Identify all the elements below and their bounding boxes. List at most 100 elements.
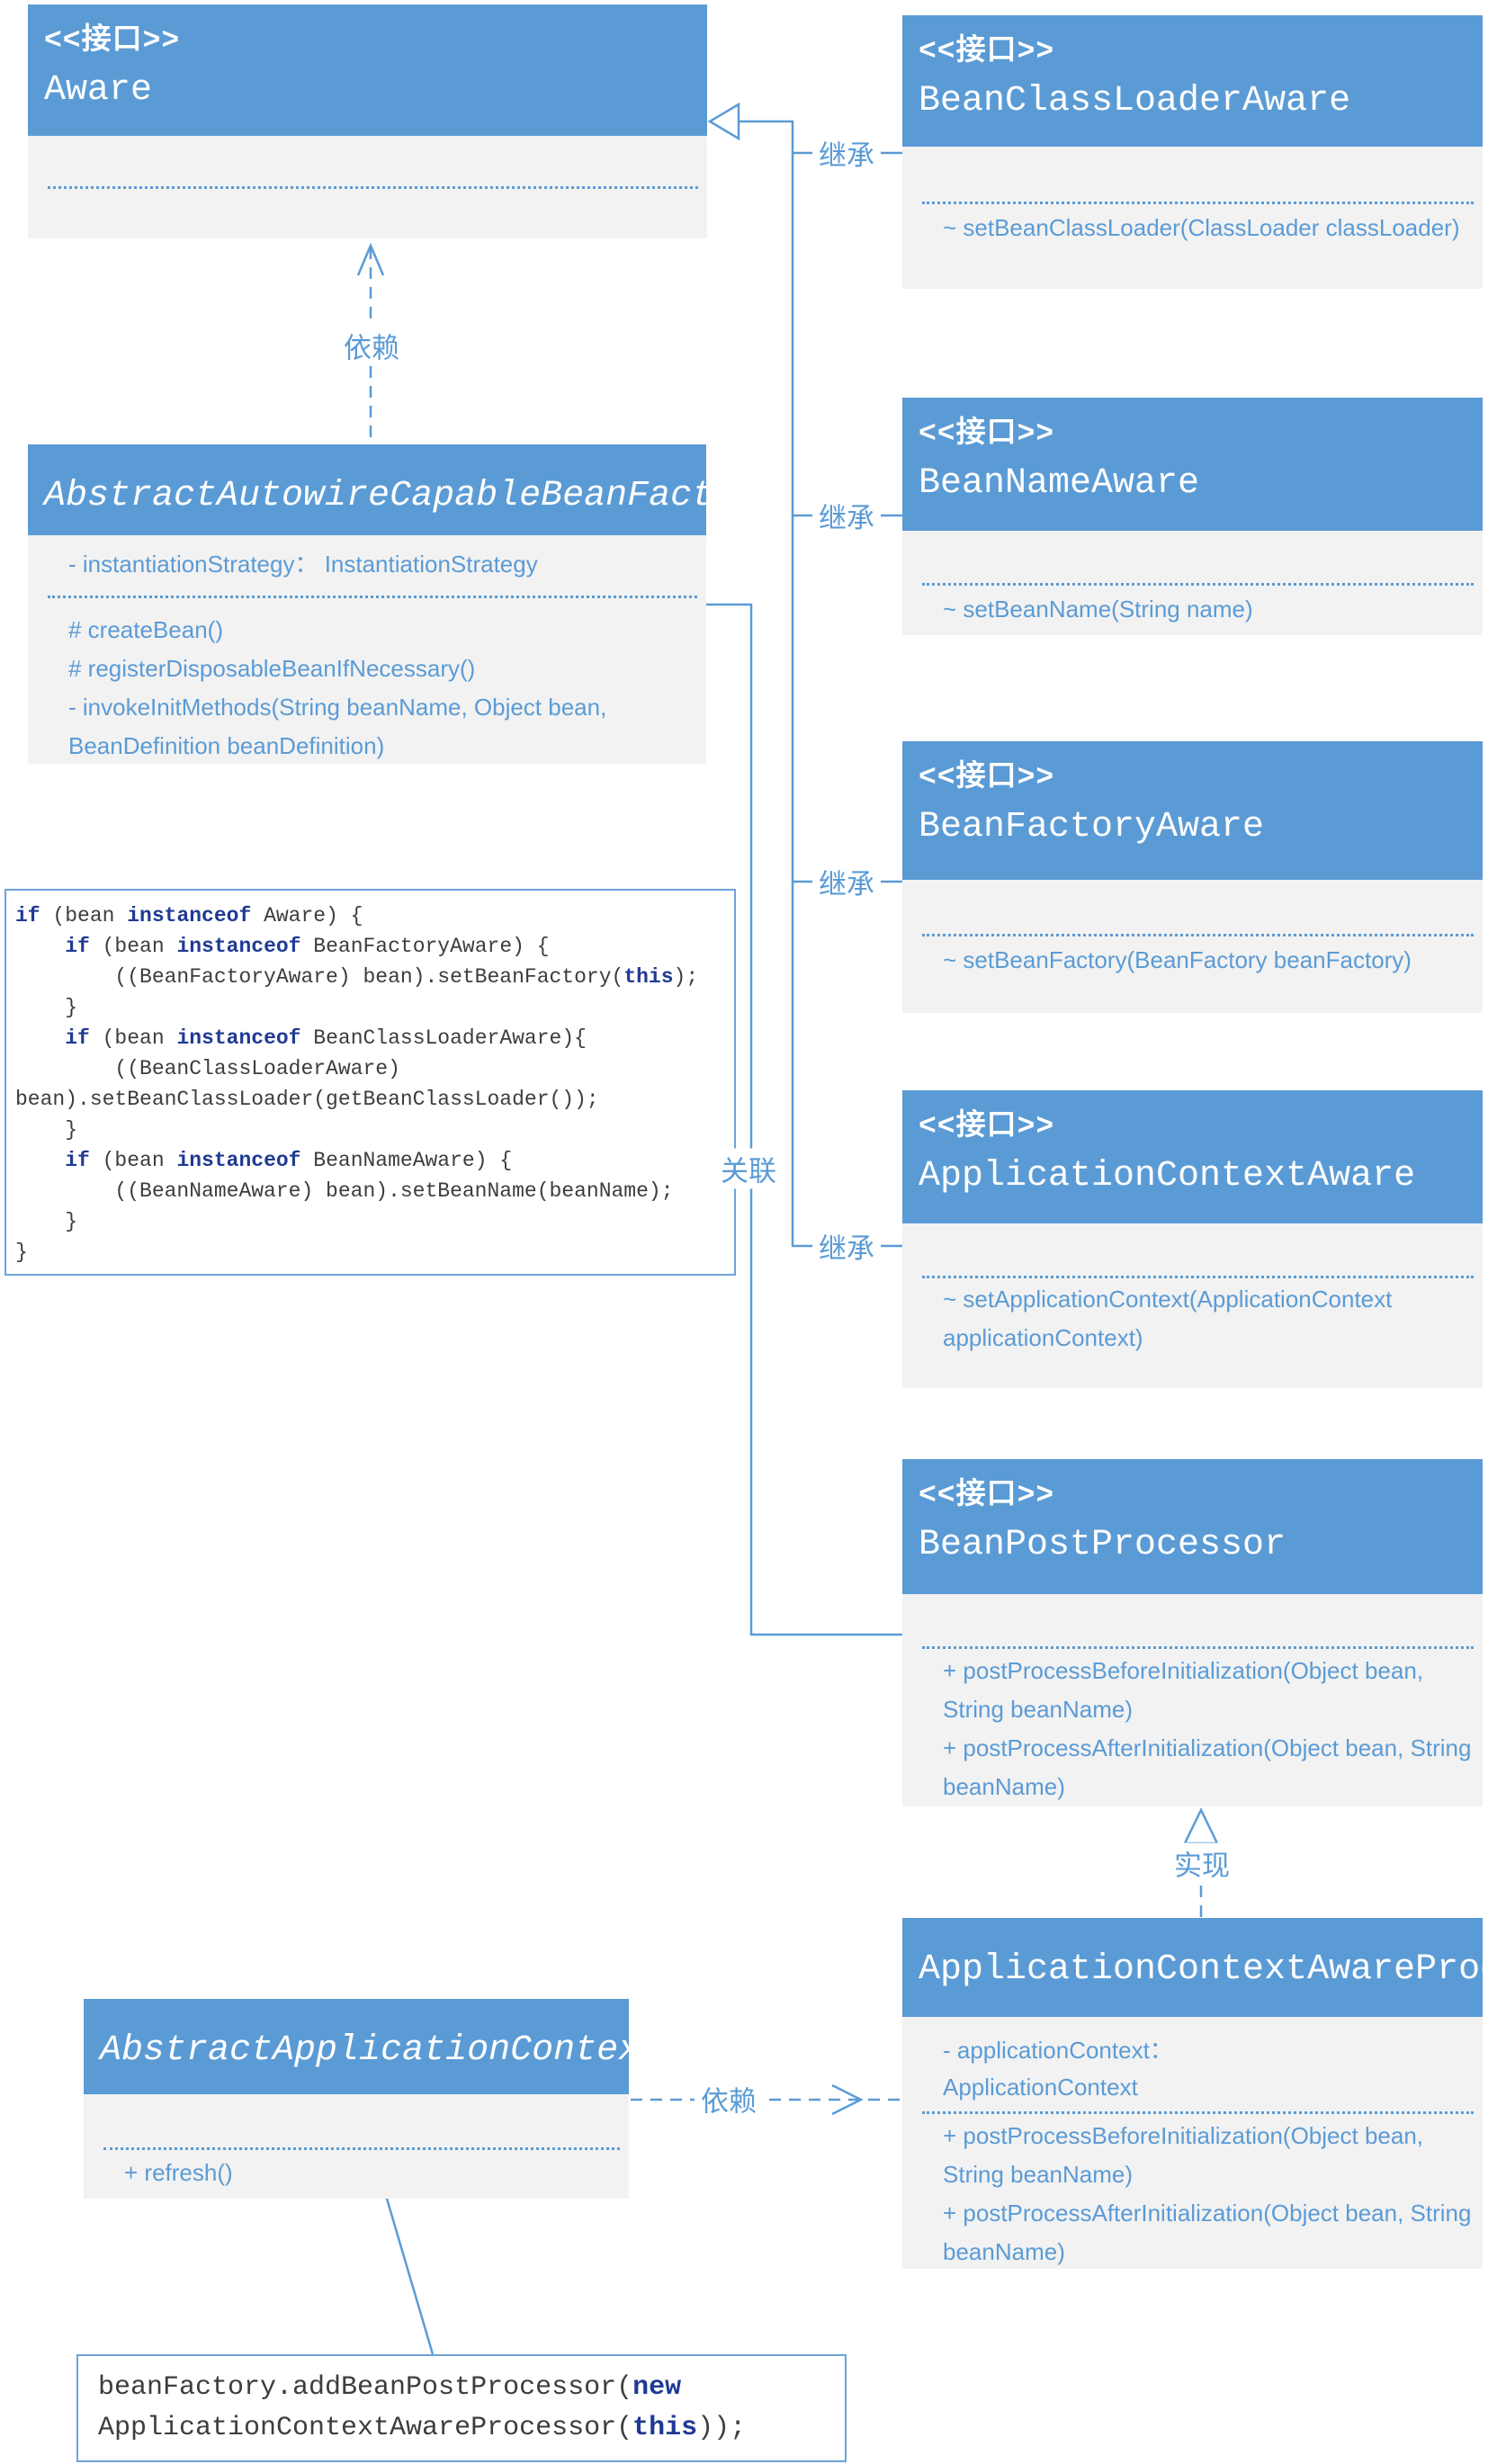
code-text: beanFactory.addBeanPostProcessor( xyxy=(98,2372,633,2403)
dependency-arrowhead xyxy=(356,242,385,276)
code-snippet-aware-instanceof: if (bean instanceof Aware) { if (bean in… xyxy=(4,889,736,1276)
code-text: } xyxy=(15,1241,28,1264)
method-list: ~ setBeanFactory(BeanFactory beanFactory… xyxy=(943,941,1474,980)
class-header: <<接口>> BeanClassLoaderAware xyxy=(902,15,1483,147)
class-header: ApplicationContextAwareProcessor xyxy=(902,1918,1483,2017)
class-name: BeanPostProcessor xyxy=(919,1525,1286,1565)
section-divider xyxy=(103,2147,620,2150)
method-list: + postProcessBeforeInitialization(Object… xyxy=(943,2117,1474,2271)
code-text: ((BeanNameAware) bean).setBeanName(beanN… xyxy=(15,1179,674,1203)
interface-box-bean-post-processor: <<接口>> BeanPostProcessor + postProcessBe… xyxy=(902,1459,1483,1806)
code-text: Aware) { xyxy=(251,904,363,927)
edge-label-depend-2: 依赖 xyxy=(695,2078,763,2119)
code-keyword: if xyxy=(15,904,40,927)
code-text: (bean xyxy=(89,1149,177,1172)
code-line: ApplicationContextAwareProcessor(this)); xyxy=(98,2408,825,2449)
code-text: ); xyxy=(673,965,699,989)
method-list: ~ setBeanClassLoader(ClassLoader classLo… xyxy=(943,209,1474,247)
member-line: + postProcessBeforeInitialization(Object… xyxy=(943,2122,1424,2188)
stereotype-label: <<接口>> xyxy=(919,1479,1055,1512)
code-text: } xyxy=(15,1118,78,1142)
code-line: ((BeanFactoryAware) bean).setBeanFactory… xyxy=(15,962,725,992)
member-line: ApplicationContext xyxy=(943,2074,1138,2101)
code-keyword: if xyxy=(65,1026,90,1050)
code-line: beanFactory.addBeanPostProcessor(new xyxy=(98,2368,825,2408)
class-body xyxy=(902,1223,1483,1388)
class-box-abstract-autowire-capable-bean-factory: AbstractAutowireCapableBeanFactory - ins… xyxy=(28,444,706,764)
code-line: ((BeanClassLoaderAware) xyxy=(15,1053,725,1084)
code-text: BeanNameAware) { xyxy=(300,1149,513,1172)
code-line: if (bean instanceof BeanClassLoaderAware… xyxy=(15,1023,725,1053)
code-text: ((BeanFactoryAware) bean).setBeanFactory… xyxy=(15,965,624,989)
class-box-abstract-application-context: AbstractApplicationContext + refresh() xyxy=(84,1999,629,2199)
method-list: # createBean() # registerDisposableBeanIf… xyxy=(68,611,697,766)
edge-label-realize: 实现 xyxy=(1168,1842,1236,1884)
class-box-aware: <<接口>> Aware xyxy=(28,4,707,238)
edge-label-depend: 依赖 xyxy=(337,325,406,366)
realize-arrowhead-triangle xyxy=(1183,1807,1219,1845)
code-text: } xyxy=(15,1210,78,1233)
code-callout-line xyxy=(385,2198,435,2355)
code-line: } xyxy=(15,992,725,1023)
section-divider xyxy=(922,1646,1474,1649)
class-name: BeanFactoryAware xyxy=(919,807,1265,847)
member-line: + postProcessAfterInitialization(Object … xyxy=(943,1734,1472,1800)
class-header: <<接口>> BeanNameAware xyxy=(902,398,1483,531)
member-line: + refresh() xyxy=(124,2159,233,2186)
interface-box-bean-factory-aware: <<接口>> BeanFactoryAware ~ setBeanFactory… xyxy=(902,741,1483,1013)
class-header: <<接口>> ApplicationContextAware xyxy=(902,1090,1483,1223)
edge-label-associate: 关联 xyxy=(714,1148,783,1189)
inherit-trunk-line xyxy=(739,120,902,1248)
member-line: # createBean() xyxy=(68,616,223,643)
code-text: } xyxy=(15,996,78,1019)
code-keyword: this xyxy=(623,965,674,989)
section-divider xyxy=(48,186,698,189)
edge-label-inherit-2: 继承 xyxy=(812,495,881,536)
code-line: } xyxy=(15,1237,725,1268)
section-divider xyxy=(922,2111,1474,2114)
class-header: AbstractApplicationContext xyxy=(84,1999,629,2094)
code-text: ApplicationContextAwareProcessor( xyxy=(98,2413,633,2443)
attribute-list: - applicationContext： ApplicationContext xyxy=(943,2032,1474,2106)
class-name: AbstractApplicationContext xyxy=(100,2030,629,2071)
method-list: ~ setApplicationContext(ApplicationConte… xyxy=(943,1280,1474,1357)
member-line: - invokeInitMethods(String beanName, Obj… xyxy=(68,694,607,759)
code-line: if (bean instanceof BeanFactoryAware) { xyxy=(15,931,725,962)
member-line: # registerDisposableBeanIfNecessary() xyxy=(68,655,476,682)
member-line: + postProcessBeforeInitialization(Object… xyxy=(943,1657,1424,1723)
edge-label-inherit-4: 继承 xyxy=(812,1225,881,1267)
method-list: + refresh() xyxy=(124,2154,620,2192)
interface-box-bean-name-aware: <<接口>> BeanNameAware ~ setBeanName(Strin… xyxy=(902,398,1483,635)
code-line: ((BeanNameAware) bean).setBeanName(beanN… xyxy=(15,1176,725,1206)
member-line: ~ setApplicationContext(ApplicationConte… xyxy=(943,1286,1393,1351)
class-header: <<接口>> BeanFactoryAware xyxy=(902,741,1483,880)
stereotype-label: <<接口>> xyxy=(919,35,1055,68)
code-text xyxy=(15,1149,65,1172)
method-list: ~ setBeanName(String name) xyxy=(943,590,1474,629)
dependency2-arrowhead xyxy=(831,2083,864,2116)
member-line: ~ setBeanFactory(BeanFactory beanFactory… xyxy=(943,946,1412,973)
section-divider xyxy=(922,934,1474,936)
code-text xyxy=(15,935,65,958)
code-line: bean).setBeanClassLoader(getBeanClassLoa… xyxy=(15,1084,725,1115)
member-line: + postProcessAfterInitialization(Object … xyxy=(943,2200,1472,2265)
stereotype-label: <<接口>> xyxy=(919,1110,1055,1143)
class-body xyxy=(902,880,1483,1013)
section-divider xyxy=(48,596,697,598)
code-keyword: if xyxy=(65,1149,90,1172)
code-text: (bean xyxy=(40,904,128,927)
member-line: - applicationContext： xyxy=(943,2037,1173,2064)
class-name: Aware xyxy=(44,70,153,111)
class-name: BeanClassLoaderAware xyxy=(919,81,1351,121)
code-keyword: instanceof xyxy=(176,935,301,958)
class-name: BeanNameAware xyxy=(919,463,1200,504)
section-divider xyxy=(922,1276,1474,1278)
interface-box-bean-class-loader-aware: <<接口>> BeanClassLoaderAware ~ setBeanCla… xyxy=(902,15,1483,289)
section-divider xyxy=(922,583,1474,586)
class-name: ApplicationContextAware xyxy=(919,1156,1416,1196)
stereotype-label: <<接口>> xyxy=(919,761,1055,794)
stereotype-label: <<接口>> xyxy=(44,24,181,58)
stereotype-label: <<接口>> xyxy=(919,417,1055,451)
